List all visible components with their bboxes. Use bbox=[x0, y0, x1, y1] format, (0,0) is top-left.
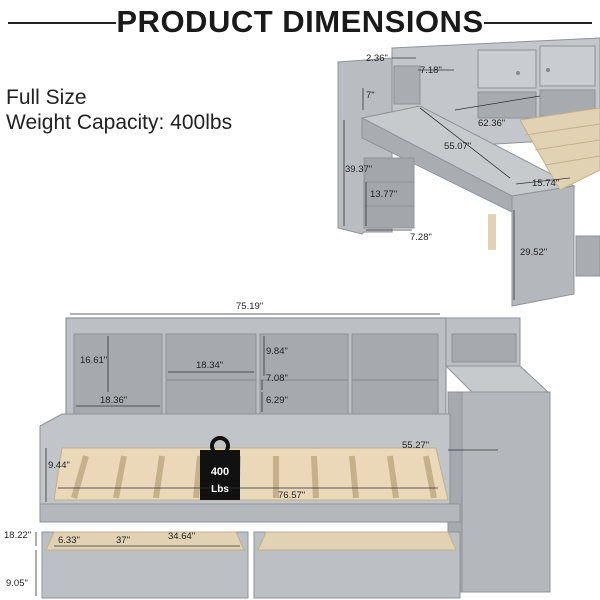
desk-dim-d8: 13.77" bbox=[370, 189, 397, 200]
desk-dim-d5: 55.07" bbox=[444, 141, 471, 152]
title-rule-right bbox=[484, 22, 592, 24]
badge-weight: 400 bbox=[211, 466, 229, 478]
weight-badge bbox=[200, 450, 240, 500]
bed-dim-shelf-lower: 6.29" bbox=[266, 395, 288, 406]
title-rule-left bbox=[8, 22, 116, 24]
bed-dim-overall-width: 75.19" bbox=[236, 301, 263, 312]
bed-dim-shelf-gap: 7.08" bbox=[266, 373, 288, 384]
bed-dim-side-rail: 9.44" bbox=[48, 460, 70, 471]
bed-dim-shelf-height-mid: 9.84" bbox=[266, 346, 288, 357]
spec-weight-capacity: Weight Capacity: 400lbs bbox=[6, 111, 233, 134]
desk-dim-d10: 29.52" bbox=[520, 247, 547, 258]
badge-unit: Lbs bbox=[211, 484, 229, 495]
desk-dim-d3: 7" bbox=[366, 90, 375, 101]
bed-dim-drawer-width: 37" bbox=[116, 535, 130, 546]
desk-illustration bbox=[337, 37, 600, 307]
bed-dim-bed-height: 18.22" bbox=[4, 530, 31, 541]
desk-dim-d2: 7.18" bbox=[420, 65, 442, 76]
desk-dim-d6: 39.37" bbox=[345, 164, 372, 175]
bed-illustration bbox=[35, 313, 551, 599]
bed-dim-drawer-inner: 34.64" bbox=[168, 531, 195, 542]
bed-dim-shelf-width-mid: 18.34" bbox=[196, 360, 223, 371]
bed-dim-drawer-depth: 6.33" bbox=[58, 535, 80, 546]
desk-dim-d9: 7.28" bbox=[410, 232, 432, 243]
desk-dim-d4: 62.36" bbox=[478, 118, 505, 129]
spec-size: Full Size bbox=[6, 86, 87, 109]
desk-dim-d1: 2.36" bbox=[366, 53, 388, 64]
bed-dim-desk-length: 55.27" bbox=[402, 440, 429, 451]
bed-dim-drawer-height: 9.05" bbox=[6, 578, 28, 589]
title-bar: PRODUCT DIMENSIONS bbox=[0, 0, 600, 44]
bed-dim-shelf-height: 16.61" bbox=[80, 355, 107, 366]
page-title: PRODUCT DIMENSIONS bbox=[116, 4, 484, 39]
bed-dim-shelf-width-left: 18.36" bbox=[100, 395, 127, 406]
bed-dim-mattress-length: 76.57" bbox=[278, 490, 305, 501]
desk-dim-d7: 15.74" bbox=[532, 178, 559, 189]
